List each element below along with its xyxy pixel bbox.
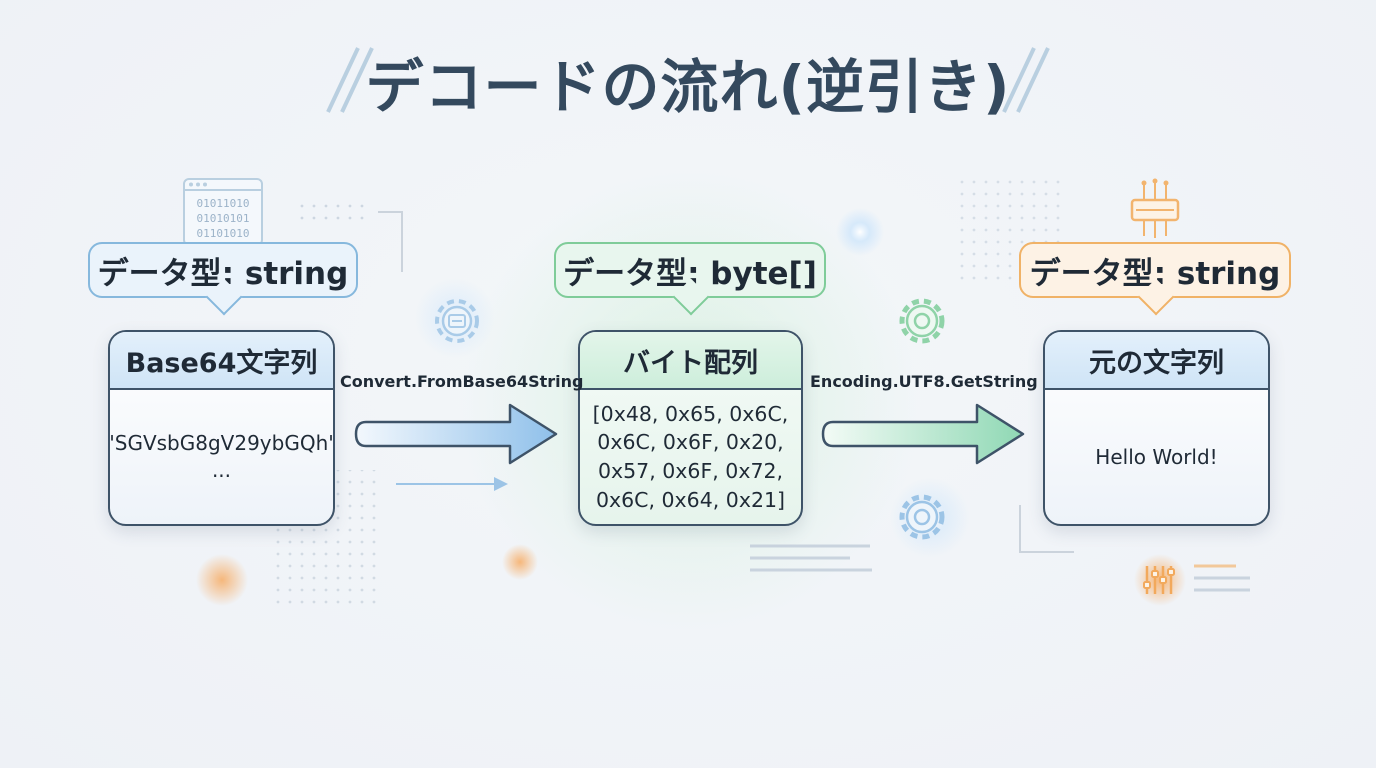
content-line: Hello World! [1095,444,1218,469]
stage-heading: 元の文字列 [1045,332,1268,390]
stage-box-original-string: 元の文字列 Hello World! [1043,330,1270,526]
content-line: ... [211,458,232,482]
title-slashes-right [1002,47,1050,113]
content-line: 0x6C, 0x64, 0x21] [595,487,786,512]
method-label-from-base64: Convert.FromBase64String [340,372,584,391]
content-line: 'SGVsbG8gV29ybGQh' [109,431,334,455]
gear-chip-icon [435,299,479,343]
diagram-title: デコードの流れ(逆引き) [365,53,1011,121]
arrow-bytes-to-string [821,403,1025,465]
stage-heading: バイト配列 [580,332,801,390]
binary-line: 01010101 [196,212,250,225]
binary-line: 01101010 [196,227,250,240]
stage-content: 'SGVsbG8gV29ybGQh' ... [110,390,333,524]
data-type-callout-stage3: データ型: string [1019,242,1291,316]
content-line: 0x6C, 0x6F, 0x20, [597,430,784,455]
arrow-base64-to-bytes [354,403,558,465]
binary-line: 01011010 [196,197,250,210]
stage-content: Hello World! [1045,390,1268,524]
stage-box-base64: Base64文字列 'SGVsbG8gV29ybGQh' ... [108,330,335,526]
sliders-icon [1143,566,1175,594]
gear-icon [899,494,945,540]
data-type-callout-stage2: データ型: byte[] [554,242,826,316]
content-line: [0x48, 0x65, 0x6C, [592,401,789,426]
data-type-callout-stage1: データ型: string [88,242,358,316]
content-line: 0x57, 0x6F, 0x72, [597,459,784,483]
stage-content: [0x48, 0x65, 0x6C, 0x6C, 0x6F, 0x20, 0x5… [580,390,801,524]
gear-icon [899,298,945,344]
method-label-get-string: Encoding.UTF8.GetString [810,372,1038,391]
circuit-chip-icon [1130,178,1180,238]
binary-code-icon: 01011010 01010101 01101010 [183,178,263,246]
stage-heading: Base64文字列 [110,332,333,390]
stage-box-byte-array: バイト配列 [0x48, 0x65, 0x6C, 0x6C, 0x6F, 0x2… [578,330,803,526]
title-slashes-left [326,47,374,113]
